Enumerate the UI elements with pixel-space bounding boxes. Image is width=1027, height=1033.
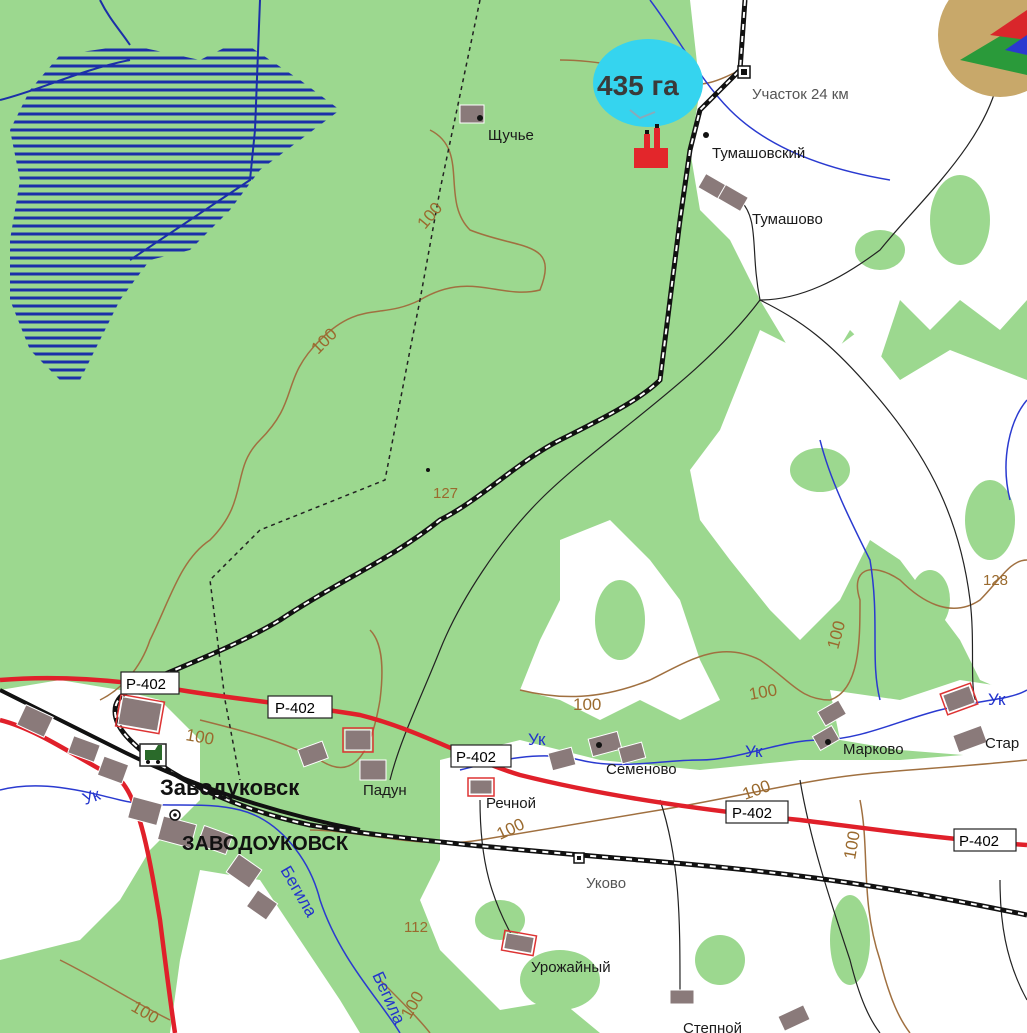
contour-label-4: 100 [573,695,601,714]
label-uchastok: Участок 24 км [752,86,849,103]
svg-text:Р-402: Р-402 [456,749,496,766]
logo-emblem [938,0,1027,97]
label-tumashovsky: Тумашовский [712,145,805,162]
label-rechnoy: Речной [486,795,536,812]
height-112: 112 [404,919,428,936]
contour-label-9: 100 [840,829,864,860]
label-star: Стар [985,735,1019,752]
area-highlight [593,39,703,127]
label-zavodoukovsk-caps: ЗАВОДОУКОВСК [182,833,349,855]
river-label-uk-3: Ук [988,690,1006,709]
minor-roads [389,69,1027,1033]
city-center-icon [169,809,181,821]
label-semenovo: Семеново [606,761,677,778]
area-label: 435 га [597,70,679,101]
road-shield-5: Р-402 [953,828,1017,852]
railway [0,0,1027,918]
road-shield-3: Р-402 [450,744,512,768]
label-padun: Падун [363,782,407,799]
building-outlines [114,682,979,957]
svg-text:Р-402: Р-402 [275,700,315,717]
road-shield-4: Р-402 [725,800,789,824]
height-127: 127 [433,485,458,502]
label-schuchye: Щучье [488,127,534,144]
river-label-uk-4: Ук [80,785,103,809]
dashed-track [209,0,481,781]
contour-label-3: 100 [184,725,215,749]
label-ukovo: Уково [586,875,626,892]
label-zavodoukovsk: Заводуковск [160,775,300,800]
height-128: 128 [983,572,1008,589]
label-tumashovo: Тумашово [752,211,823,228]
label-markovo: Марково [843,741,904,758]
river-label-uk-1: Ук [528,730,546,749]
contour-label-5: 100 [747,680,778,704]
road-shield-2: Р-402 [267,695,333,719]
river-label-uk-2: Ук [745,742,763,761]
buildings [16,104,988,1032]
rail-stop-icon [573,65,751,864]
svg-text:Р-402: Р-402 [732,805,772,822]
svg-text:Р-402: Р-402 [126,676,166,693]
road-shield-1: Р-402 [120,671,180,695]
factory-icon[interactable] [634,124,668,168]
settlement-dots [426,115,831,748]
river-top-left [0,0,261,261]
label-urozhainy: Урожайный [531,959,611,976]
forest-patches [475,175,1015,1010]
svg-text:Р-402: Р-402 [959,833,999,850]
label-stepnoy: Степной [683,1020,742,1033]
railway-station-icon[interactable] [139,743,167,767]
